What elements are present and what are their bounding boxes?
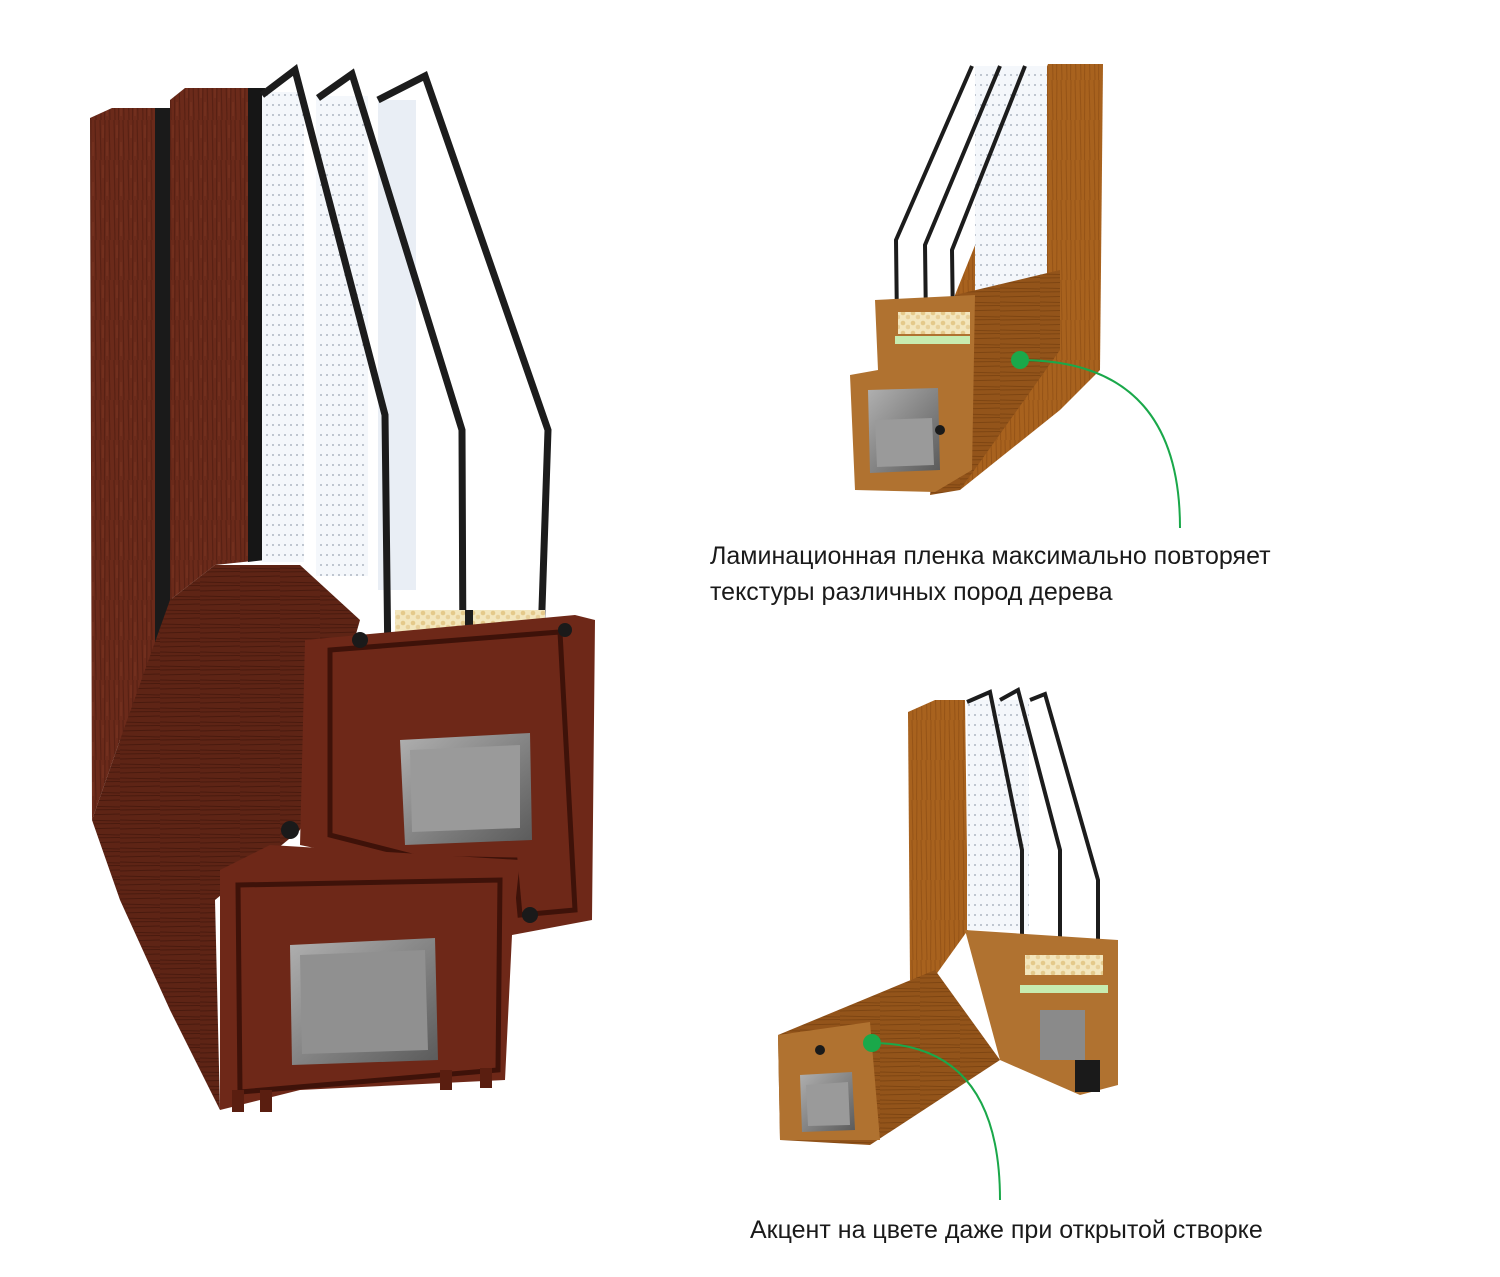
callout-line-1 xyxy=(1019,359,1181,529)
glass-pane-1 xyxy=(262,92,304,562)
gasket-4 xyxy=(558,623,572,637)
glazing-unit-outline xyxy=(259,64,552,669)
gasket-1 xyxy=(281,821,299,839)
callout-line-2 xyxy=(871,1042,1001,1201)
frame-vertical-left xyxy=(90,108,170,820)
lamination-caption-line-2: текстуры различных пород дерева xyxy=(710,578,1113,606)
small-window-profile-open xyxy=(778,687,1118,1201)
sash-vertical-light-2 xyxy=(908,700,968,990)
glazing-outline-small-2 xyxy=(966,687,1100,960)
lamination-caption: Ламинационная пленка максимально повторя… xyxy=(710,538,1271,610)
sash-vertical xyxy=(170,88,262,600)
gasket-3 xyxy=(352,632,368,648)
glass-pane-small-1 xyxy=(975,66,1047,316)
open-sash-caption: Акцент на цвете даже при открытой створк… xyxy=(750,1216,1263,1244)
gasket-2 xyxy=(522,907,538,923)
large-window-profile xyxy=(90,64,595,1112)
lamination-caption-line-1: Ламинационная пленка максимально повторя… xyxy=(710,542,1271,570)
frame-bottom-wood xyxy=(92,565,360,1110)
small-window-profile-closed xyxy=(850,64,1181,529)
